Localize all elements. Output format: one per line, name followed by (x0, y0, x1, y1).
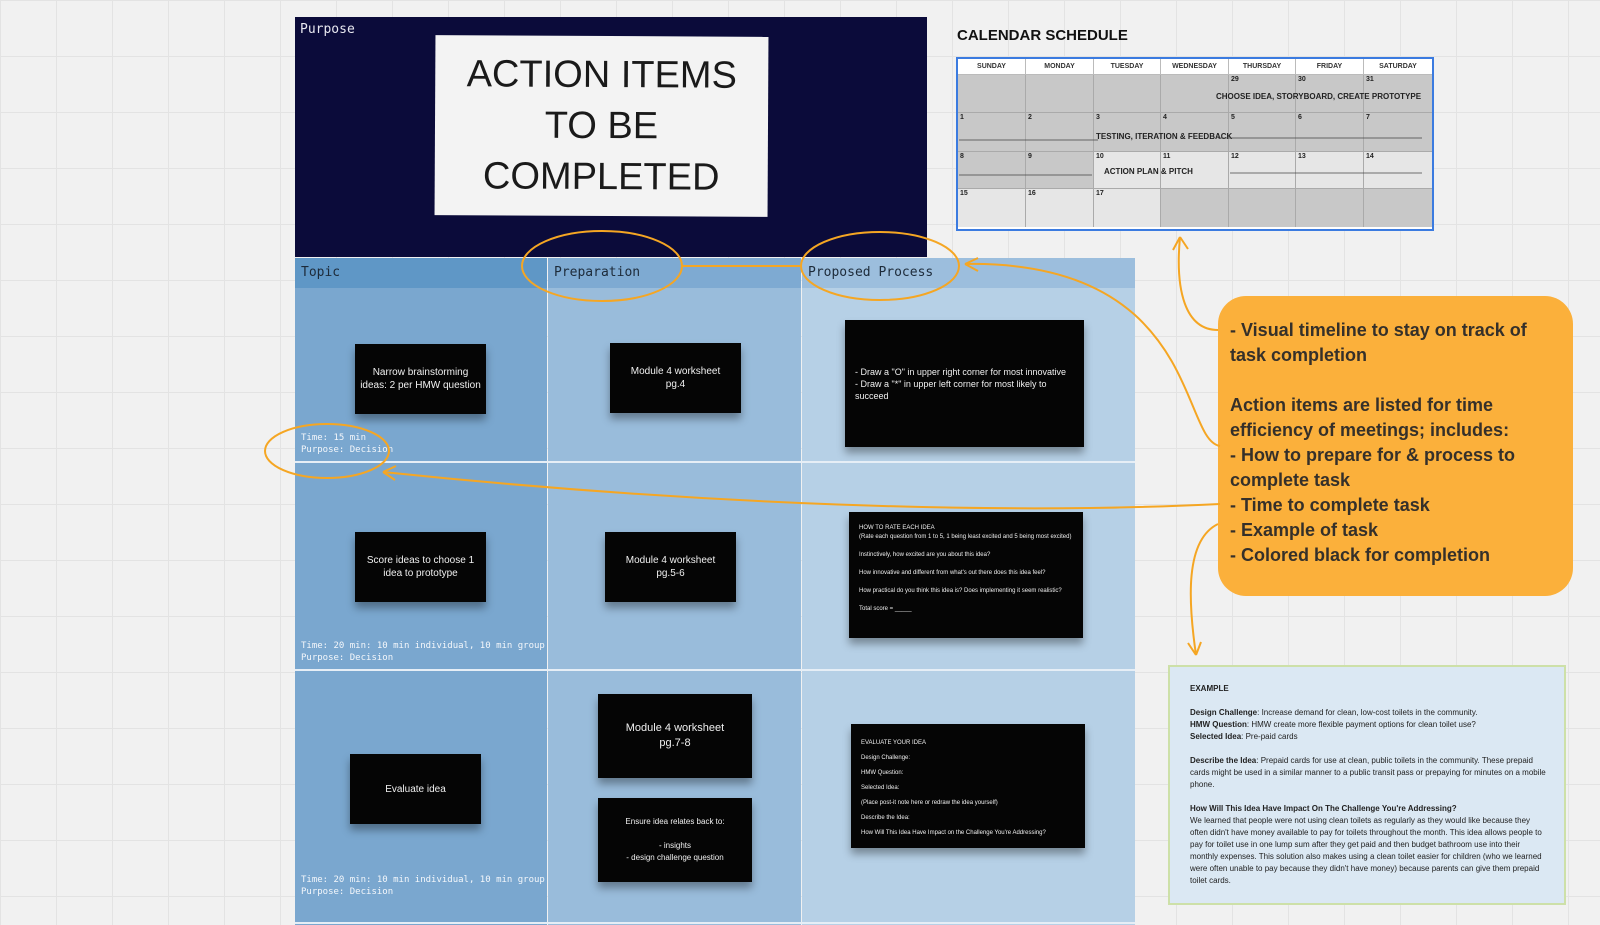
day-header: SUNDAY (958, 59, 1026, 75)
calendar-cell: 12 (1229, 152, 1296, 189)
topic-meta-3: Time: 20 min: 10 min individual, 10 min … (301, 875, 545, 897)
calendar-cell: 9 (1026, 152, 1094, 189)
prep-note-2[interactable]: Module 4 worksheet pg.5-6 (605, 532, 736, 602)
purpose-frame[interactable]: Purpose ACTION ITEMS TO BE COMPLETED (295, 17, 927, 257)
selected-idea-text: : Pre-paid cards (1241, 732, 1298, 741)
calendar-cell (1026, 75, 1094, 113)
calendar-cell: 1 (958, 113, 1026, 152)
calendar-cell (1364, 189, 1432, 227)
purpose-label: Purpose (300, 22, 355, 37)
calendar-event[interactable]: TESTING, ITERATION & FEEDBACK (1096, 132, 1233, 141)
arrow-head (1172, 236, 1189, 251)
preparation-column: Preparation Module 4 worksheet pg.4 Modu… (548, 258, 801, 925)
calendar-cell: 11 (1161, 152, 1229, 189)
connector-arrow (1189, 523, 1219, 656)
process-note-3[interactable]: EVALUATE YOUR IDEA Design Challenge: HMW… (851, 724, 1085, 848)
arrow-head (1187, 641, 1202, 656)
process-note-1[interactable]: - Draw a "O" in upper right corner for m… (845, 320, 1084, 447)
impact-label: How Will This Idea Have Impact On The Ch… (1190, 804, 1457, 813)
action-items-table: Topic Narrow brainstorming ideas: 2 per … (295, 258, 1135, 925)
example-card[interactable]: EXAMPLE Design Challenge: Increase deman… (1168, 665, 1566, 905)
topic-note-1[interactable]: Narrow brainstorming ideas: 2 per HMW qu… (355, 344, 486, 414)
annotation-callout[interactable]: - Visual timeline to stay on track of ta… (1218, 296, 1573, 596)
calendar-cell: 31 (1364, 75, 1432, 113)
calendar-cell: 7 (1364, 113, 1432, 152)
calendar-cell: 10 (1094, 152, 1161, 189)
title-text: ACTION ITEMS TO BE COMPLETED (466, 52, 737, 199)
describe-text: : Prepaid cards for use at clean, public… (1190, 756, 1546, 789)
calendar-cell: 3 (1094, 113, 1161, 152)
calendar-cell: 30 (1296, 75, 1364, 113)
prep-note-1[interactable]: Module 4 worksheet pg.4 (610, 343, 741, 413)
process-header: Proposed Process (802, 258, 1135, 288)
calendar-cell (1161, 189, 1229, 227)
hmw-label: HMW Question (1190, 720, 1247, 729)
calendar-cell: 6 (1296, 113, 1364, 152)
process-column: Proposed Process - Draw a "O" in upper r… (802, 258, 1135, 925)
row-divider (295, 461, 1135, 463)
prep-note-3[interactable]: Module 4 worksheet pg.7-8 (598, 694, 752, 778)
process-note-2[interactable]: HOW TO RATE EACH IDEA (Rate each questio… (849, 512, 1083, 638)
calendar-cell: 17 (1094, 189, 1161, 227)
selected-idea-label: Selected Idea (1190, 732, 1242, 741)
example-heading: EXAMPLE (1190, 684, 1229, 693)
calendar-cell: 15 (958, 189, 1026, 227)
day-header: WEDNESDAY (1161, 59, 1229, 75)
calendar-cell: 5 (1229, 113, 1296, 152)
calendar-cell (958, 75, 1026, 113)
title-sticky-note[interactable]: ACTION ITEMS TO BE COMPLETED (434, 35, 769, 217)
day-header: SATURDAY (1364, 59, 1432, 75)
day-header: FRIDAY (1296, 59, 1364, 75)
hmw-text: : HMW create more flexible payment optio… (1246, 720, 1476, 729)
calendar-event[interactable]: ACTION PLAN & PITCH (1104, 167, 1193, 176)
calendar-cell: 13 (1296, 152, 1364, 189)
calendar-cell (1161, 75, 1229, 113)
topic-note-3[interactable]: Evaluate idea (350, 754, 481, 824)
prep-note-4[interactable]: Ensure idea relates back to: - insights … (598, 798, 752, 882)
preparation-header: Preparation (548, 258, 801, 288)
calendar-cell (1296, 189, 1364, 227)
calendar-title: CALENDAR SCHEDULE (957, 27, 1128, 44)
design-challenge-label: Design Challenge (1190, 708, 1258, 717)
topic-meta-2: Time: 20 min: 10 min individual, 10 min … (301, 641, 545, 663)
describe-label: Describe the Idea (1190, 756, 1257, 765)
topic-meta-1: Time: 15 min Purpose: Decision (301, 433, 394, 455)
callout-text: - Visual timeline to stay on track of ta… (1230, 320, 1527, 565)
design-challenge-text: : Increase demand for clean, low-cost to… (1257, 708, 1478, 717)
row-divider (295, 922, 1135, 924)
calendar-cell: 16 (1026, 189, 1094, 227)
topic-header: Topic (295, 258, 547, 288)
day-header: TUESDAY (1094, 59, 1161, 75)
calendar-event[interactable]: CHOOSE IDEA, STORYBOARD, CREATE PROTOTYP… (1216, 92, 1422, 101)
calendar-cell (1094, 75, 1161, 113)
topic-column: Topic Narrow brainstorming ideas: 2 per … (295, 258, 547, 925)
calendar-cell (1229, 189, 1296, 227)
day-header: THURSDAY (1229, 59, 1296, 75)
calendar-cell: 2 (1026, 113, 1094, 152)
connector-arrow (1177, 236, 1219, 331)
calendar-cell: 4 (1161, 113, 1229, 152)
calendar-schedule[interactable]: SUNDAY MONDAY TUESDAY WEDNESDAY THURSDAY… (956, 57, 1434, 231)
calendar-cell: 8 (958, 152, 1026, 189)
topic-note-2[interactable]: Score ideas to choose 1 idea to prototyp… (355, 532, 486, 602)
impact-text: We learned that people were not using cl… (1190, 816, 1542, 885)
row-divider (295, 669, 1135, 671)
calendar-cell: 29 (1229, 75, 1296, 113)
day-header: MONDAY (1026, 59, 1094, 75)
calendar-cell: 14 (1364, 152, 1432, 189)
